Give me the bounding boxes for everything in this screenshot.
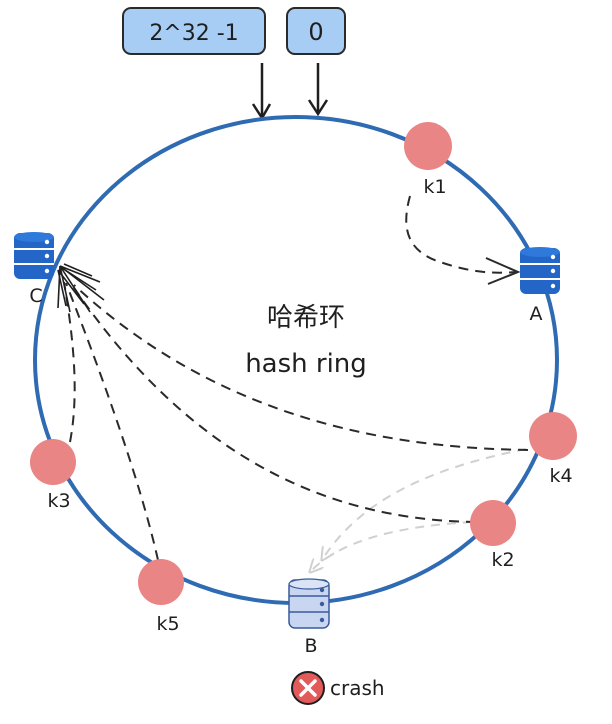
key-node-k4: k4 [529, 412, 577, 487]
server-node-a: A [520, 247, 560, 325]
k2-to-c-arrow [69, 281, 477, 523]
zero-label-box: 0 [286, 7, 346, 55]
k4-to-b-faded-arrow [322, 448, 527, 560]
c-arrowheads [57, 263, 105, 313]
zero-arrowhead [307, 99, 329, 117]
database-icon [14, 232, 54, 279]
max-value-label-box: 2^32 -1 [122, 7, 266, 55]
key-label-k5: k5 [156, 613, 179, 635]
key-circle-k5 [138, 559, 184, 605]
server-node-b: B [288, 578, 330, 657]
key-circle-k3 [30, 439, 76, 485]
database-icon-faded [288, 578, 330, 629]
key-node-k2: k2 [470, 500, 516, 571]
key-circle-k2 [470, 500, 516, 546]
k4-to-c-arrow [73, 284, 529, 451]
k1-to-a-arrowhead [485, 257, 521, 285]
key-label-k1: k1 [423, 176, 446, 198]
k5-to-c-arrow [65, 282, 159, 561]
ring-title-en: hash ring [245, 349, 367, 379]
server-label-c: C [29, 285, 42, 307]
ring-title-cn: 哈希环 [267, 303, 345, 333]
crash-label: crash [330, 676, 385, 700]
database-icon [520, 247, 560, 294]
server-label-a: A [530, 303, 543, 325]
key-label-k2: k2 [491, 549, 514, 571]
k1-to-a-arrow [405, 195, 517, 274]
key-circle-k4 [529, 412, 577, 460]
crash-icon [291, 671, 325, 705]
key-node-k3: k3 [30, 439, 76, 512]
key-label-k4: k4 [549, 465, 572, 487]
key-node-k1: k1 [404, 122, 452, 198]
k2-to-b-faded-arrow [310, 521, 473, 572]
key-node-k5: k5 [138, 559, 184, 635]
key-label-k3: k3 [47, 490, 70, 512]
server-node-c: C [14, 232, 54, 307]
max-value-label: 2^32 -1 [149, 21, 238, 46]
server-label-b: B [304, 635, 317, 657]
crash-indicator: crash [291, 671, 385, 705]
zero-label: 0 [308, 18, 323, 46]
key-circle-k1 [404, 122, 452, 170]
